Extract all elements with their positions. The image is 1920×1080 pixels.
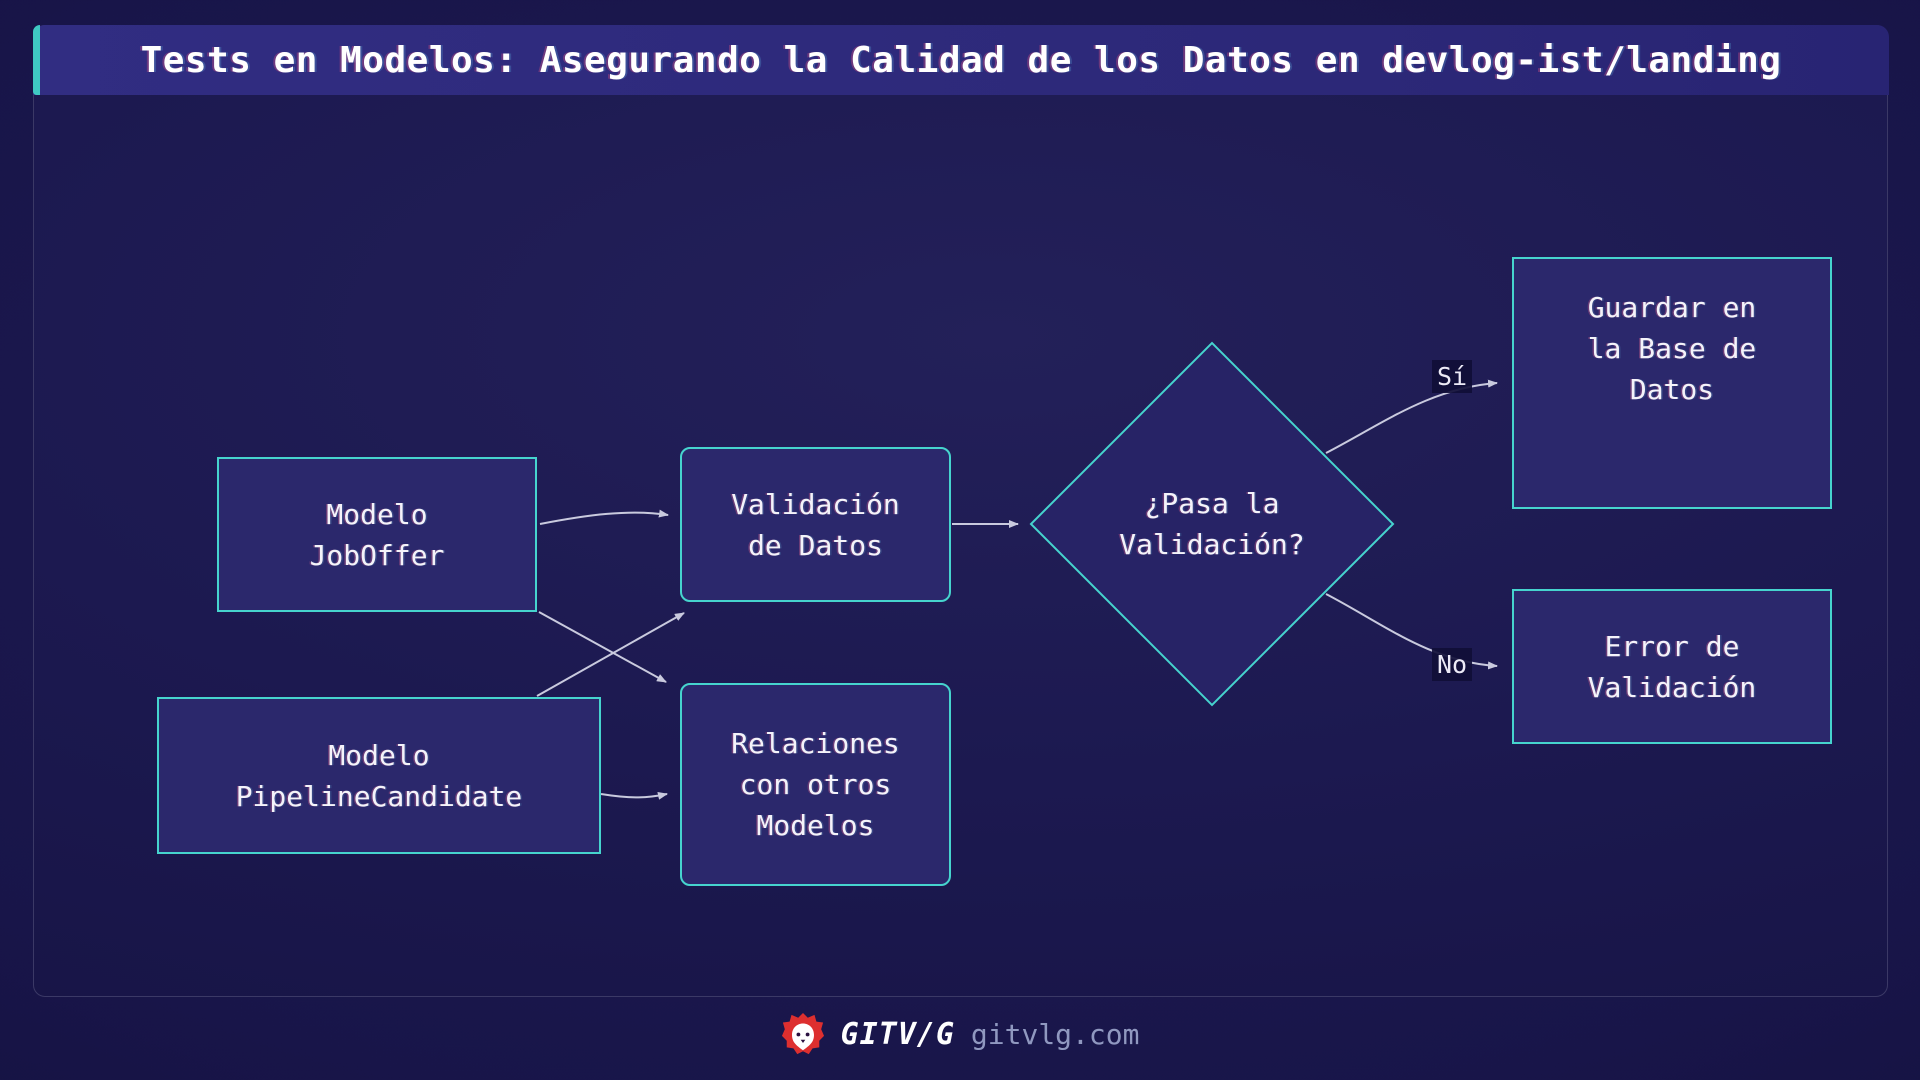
node-label-line: Validación — [731, 487, 900, 521]
node-label-line: JobOffer — [309, 538, 445, 572]
edge-pipeline-relaciones — [600, 791, 668, 800]
node-label-line: PipelineCandidate — [235, 779, 523, 813]
title-bar: Tests en Modelos: Asegurando la Calidad … — [33, 25, 1889, 95]
lion-icon — [781, 1012, 824, 1055]
node-validacion-datos: Validación de Datos — [680, 447, 951, 602]
node-label-line: ¿Pasa la — [1144, 487, 1280, 520]
page-title: Tests en Modelos: Asegurando la Calidad … — [140, 39, 1782, 81]
brand-site: gitvlg.com — [970, 1017, 1140, 1051]
node-label-line: Error de — [1604, 629, 1740, 663]
edge-pipeline-validacion — [536, 612, 685, 697]
node-label-line: Modelo — [326, 497, 428, 531]
node-relaciones-modelos: Relaciones con otros Modelos — [680, 683, 951, 886]
node-label-line: Relaciones — [731, 727, 900, 760]
node-guardar-base-datos: Guardar en la Base de Datos — [1512, 257, 1832, 509]
node-modelo-joboffer: Modelo JobOffer — [217, 457, 537, 612]
node-label-line: la Base de — [1587, 332, 1757, 365]
node-label-line: Datos — [1629, 373, 1715, 406]
node-label-line: Validación? — [1119, 528, 1305, 561]
edge-label-no: No — [1432, 648, 1473, 681]
node-label-line: Validación — [1587, 670, 1757, 704]
node-decision-pasa-validacion: ¿Pasa la Validación? — [1029, 341, 1395, 707]
footer: GITV/G gitvlg.com — [0, 1004, 1920, 1064]
node-modelo-pipelinecandidate: Modelo PipelineCandidate — [157, 697, 601, 854]
node-label-line: con otros — [739, 768, 892, 801]
title-accent-bar — [33, 25, 40, 95]
node-label-line: Modelos — [756, 809, 875, 842]
brand-name: GITV/G — [840, 1016, 955, 1052]
edge-joboffer-validacion — [539, 509, 669, 525]
node-error-validacion: Error de Validación — [1512, 589, 1832, 744]
node-label-line: de Datos — [748, 528, 883, 562]
node-label-line: Modelo — [328, 738, 430, 772]
edge-label-si: Sí — [1432, 360, 1473, 393]
node-label-line: Guardar en — [1587, 291, 1757, 324]
edge-joboffer-relaciones — [538, 611, 667, 683]
diagram-card: Tests en Modelos: Asegurando la Calidad … — [33, 25, 1889, 997]
decision-label: ¿Pasa la Validación? — [1030, 342, 1394, 706]
